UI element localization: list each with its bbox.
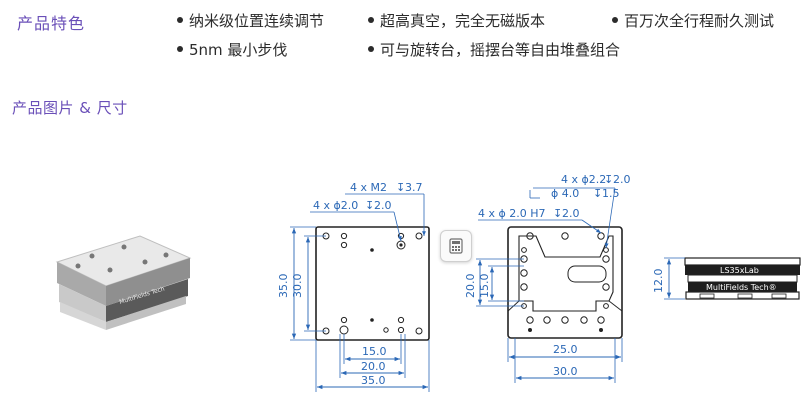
calculator-icon-button[interactable] xyxy=(440,230,472,262)
dim-width-15: 15.0 xyxy=(362,345,387,358)
bullet-dot-icon xyxy=(177,16,183,23)
dim-width-35: 35.0 xyxy=(361,374,386,387)
dim-height-15: 15.0 xyxy=(478,274,491,299)
depth-symbol: ↧ xyxy=(604,173,613,186)
depth-symbol: ↧ xyxy=(553,207,562,220)
callout-hole: 4 x ϕ2.0 xyxy=(313,199,358,212)
callout-thread: 4 x M2 xyxy=(350,181,387,194)
dim-height-inner: 30.0 xyxy=(291,274,304,299)
bullet-dot-icon xyxy=(612,16,618,23)
bottom-view-drawing xyxy=(476,187,623,383)
dim-width-25: 25.0 xyxy=(553,343,578,356)
feature-item: 5nm 最小步伐 xyxy=(177,39,287,60)
bullet-dot-icon xyxy=(368,16,374,23)
calculator-icon xyxy=(449,238,463,254)
features-title: 产品特色 xyxy=(17,14,86,33)
dim-width-30: 30.0 xyxy=(553,365,578,378)
dim-width-20: 20.0 xyxy=(361,360,386,373)
feature-item: 超高真空，完全无磁版本 xyxy=(368,10,545,31)
side-label-brand: MultiFields Tech® xyxy=(706,283,777,292)
feature-item: 可与旋转台，摇摆台等自由堆叠组合 xyxy=(368,39,620,60)
dim-height-20: 20.0 xyxy=(464,274,477,299)
feature-item: 百万次全行程耐久测试 xyxy=(612,10,774,31)
feature-item: 纳米级位置连续调节 xyxy=(177,10,324,31)
dim-side-height: 12.0 xyxy=(652,269,665,294)
top-view-drawing xyxy=(290,193,430,392)
callout-thread-depth: 3.7 xyxy=(405,181,423,194)
dim-height-outer: 35.0 xyxy=(277,274,290,299)
callout-pin-depth: 2.0 xyxy=(562,207,580,220)
product-images-title: 产品图片 & 尺寸 xyxy=(12,99,128,117)
callout-pin: 4 x ϕ 2.0 H7 xyxy=(478,207,546,220)
callout-cbore-2: ϕ 4.0 xyxy=(551,187,579,200)
callout-cbore-1: 4 x ϕ2.2 xyxy=(561,173,606,186)
callout-hole-depth: 2.0 xyxy=(374,199,392,212)
bullet-dot-icon xyxy=(368,45,374,52)
side-view-drawing xyxy=(664,257,801,300)
product-photo: MultiFields Tech xyxy=(55,235,192,330)
callout-cbore-1-depth: 2.0 xyxy=(613,173,631,186)
depth-symbol: ↧ xyxy=(396,181,405,194)
callout-cbore-2-depth: 1.5 xyxy=(602,187,620,200)
depth-symbol: ↧ xyxy=(365,199,374,212)
side-label-model: LS35xLab xyxy=(720,266,759,275)
depth-symbol: ↧ xyxy=(593,187,602,200)
bullet-dot-icon xyxy=(177,45,183,52)
